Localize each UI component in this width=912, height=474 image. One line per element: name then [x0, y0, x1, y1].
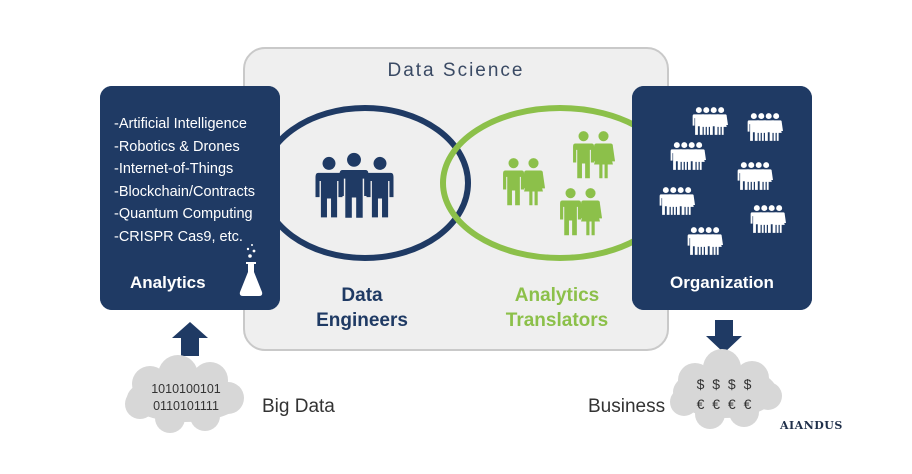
big-data-label: Big Data: [262, 396, 335, 417]
analytics-translators-people-icon: [503, 131, 615, 235]
up-arrow-icon: [172, 322, 208, 356]
analytics-title: Analytics: [130, 273, 206, 292]
technology-item: -Quantum Computing: [114, 206, 253, 223]
bits-line: 1010100101: [151, 382, 221, 396]
technology-item: -Robotics & Drones: [114, 138, 240, 155]
data-engineers-label-line1: Data: [341, 285, 383, 306]
down-arrow-icon: [706, 320, 742, 353]
data-engineers-label: Data Engineers: [300, 283, 424, 333]
big-data-cloud: [125, 355, 244, 433]
data-science-title: Data Science: [387, 60, 525, 81]
bits-line: 0110101111: [153, 399, 219, 413]
technology-item: -Internet-of-Things: [114, 161, 234, 178]
data-science-box: [243, 47, 669, 351]
analytics-translators-label-line1: Analytics: [514, 285, 600, 306]
analytics-translators-label-line2: Translators: [505, 310, 609, 331]
technology-item: -Blockchain/Contracts: [114, 183, 256, 200]
data-engineers-label-line2: Engineers: [316, 310, 408, 331]
technology-item: -CRISPR Cas9, etc.: [114, 228, 243, 245]
data-engineers-people-icon: [315, 152, 394, 218]
flask-icon: [239, 244, 263, 296]
business-currency: $ $ $ $ € € € €: [685, 374, 765, 414]
analytics-technology-list: -Artificial Intelligence -Robotics & Dro…: [114, 113, 255, 249]
aiandus-logo: AIANDUS: [780, 419, 843, 432]
organization-title: Organization: [670, 273, 774, 292]
big-data-bits: 1010100101 0110101111: [131, 381, 241, 415]
analytics-translators-label: Analytics Translators: [482, 283, 632, 333]
business-label: Business: [588, 396, 666, 417]
technology-item: -Artificial Intelligence: [114, 116, 247, 132]
business-cloud: [670, 349, 782, 429]
dollar-line: $ $ $ $: [696, 376, 754, 392]
euro-line: € € € €: [696, 396, 754, 412]
